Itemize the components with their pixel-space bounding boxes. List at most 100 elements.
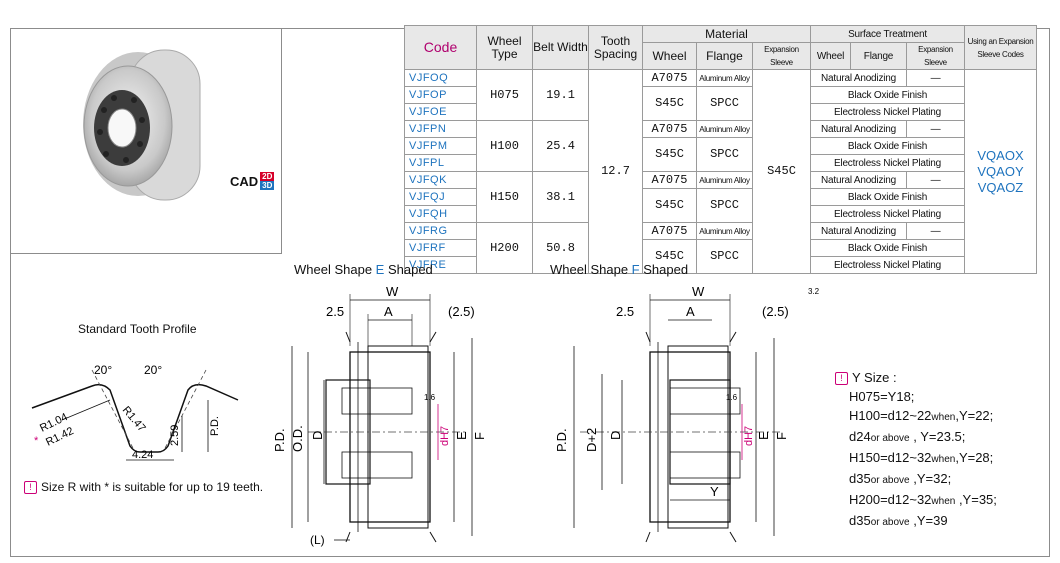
y-size-part: ,Y=32; xyxy=(909,471,952,486)
code-cell: VJFQH xyxy=(404,205,477,223)
finish-wheel-cell: Natural Anodizing xyxy=(810,69,907,87)
e-dim-25: 2.5 xyxy=(326,304,344,319)
code-cell: VJFOE xyxy=(404,103,477,121)
sleeve-code: VQAOZ xyxy=(977,179,1024,195)
material-wheel-cell: S45C xyxy=(642,137,697,172)
tooth-spacing-value: 12.7 xyxy=(601,164,630,178)
code-cell: VJFPM xyxy=(404,137,477,155)
material-flange-cell: SPCC xyxy=(696,137,753,172)
material-flange-cell: Aluminum Alloy xyxy=(696,120,753,138)
material-wheel-cell: S45C xyxy=(642,86,697,121)
finish-wheel-cell: Natural Anodizing xyxy=(810,171,907,189)
wheel-type-cell: H100 xyxy=(476,120,533,172)
sleeve-material-cell: S45C xyxy=(752,69,811,274)
code-cell: VJFOP xyxy=(404,86,477,104)
belt-width-cell: 25.4 xyxy=(532,120,589,172)
note-icon: ! xyxy=(24,481,37,494)
code-cell: VJFRG xyxy=(404,222,477,240)
y-size-line: d35or above ,Y=39 xyxy=(849,511,997,532)
y-size-part: d35 xyxy=(849,471,871,486)
code-cell: VJFOQ xyxy=(404,69,477,87)
e-dim-w: W xyxy=(386,284,399,299)
y-size-part: d35 xyxy=(849,513,871,528)
belt-width-cell: 19.1 xyxy=(532,69,589,121)
y-size-line: H200=d12~32when ,Y=35; xyxy=(849,490,997,511)
angle-2: 20° xyxy=(144,363,162,377)
y-size-line: H075=Y18; xyxy=(849,387,997,406)
e-roughness-16: 1.6 xyxy=(424,393,436,402)
finish-cell: Black Oxide Finish xyxy=(810,188,965,206)
f-dim-e: E xyxy=(756,431,771,440)
finish-cell: Electroless Nickel Plating xyxy=(810,154,965,172)
finish-sleeve-cell: — xyxy=(906,171,965,189)
y-size-part: ,Y=35; xyxy=(955,492,997,507)
hdr-surface-flange: Flange xyxy=(850,42,907,70)
hdr-material-flange: Flange xyxy=(696,42,753,70)
f-dim-d2: D+2 xyxy=(584,428,599,452)
finish-wheel-cell: Natural Anodizing xyxy=(810,222,907,240)
material-wheel-cell: A7075 xyxy=(642,222,697,240)
spec-table: Code Wheel Type Belt Width Tooth Spacing… xyxy=(404,25,1037,274)
shape-f-letter: F xyxy=(631,262,640,277)
y-size-part: or above xyxy=(870,475,910,486)
code-cell: VJFQJ xyxy=(404,188,477,206)
y-size-line: d35or above ,Y=32; xyxy=(849,469,997,490)
material-wheel-cell: A7075 xyxy=(642,120,697,138)
y-size-part: when xyxy=(931,454,956,465)
cad-badge[interactable]: CAD 2D 3D xyxy=(230,172,275,190)
sleeve-code: VQAOY xyxy=(977,163,1024,179)
finish-cell: Black Oxide Finish xyxy=(810,86,965,104)
material-flange-cell: Aluminum Alloy xyxy=(696,171,753,189)
y-size-part: d24 xyxy=(849,429,871,444)
material-wheel-cell: S45C xyxy=(642,188,697,223)
finish-cell: Black Oxide Finish xyxy=(810,137,965,155)
product-photo-box xyxy=(10,28,282,254)
cad-label: CAD xyxy=(230,173,259,189)
shape-f-drawing: W A 2.5 (2.5) 3.2 P.D. D+2 D E F dH7 1.6… xyxy=(554,284,820,543)
e-dim-dh7: dH7 xyxy=(439,426,451,446)
f-roughness-32: 3.2 xyxy=(808,287,820,296)
f-dim-25: 2.5 xyxy=(616,304,634,319)
shape-f-title-post: Shaped xyxy=(639,262,689,277)
e-dim-25p: (2.5) xyxy=(448,304,475,319)
code-cell: VJFRF xyxy=(404,239,477,257)
material-flange-cell: SPCC xyxy=(696,86,753,121)
finish-cell: Electroless Nickel Plating xyxy=(810,205,965,223)
shape-f-title: Wheel Shape F Shaped xyxy=(550,262,688,277)
hdr-tooth-spacing: Tooth Spacing xyxy=(588,25,643,70)
y-size-line: d24or above , Y=23.5; xyxy=(849,427,997,448)
y-size-title-text: Y Size : xyxy=(852,370,897,385)
y-size-notes: !Y Size : H075=Y18;H100=d12~22when,Y=22;… xyxy=(835,368,997,532)
wheel-type-cell: H075 xyxy=(476,69,533,121)
f-roughness-16: 1.6 xyxy=(726,393,738,402)
belt-width-cell: 38.1 xyxy=(532,171,589,223)
width-424-label: 4.24 xyxy=(132,449,153,461)
y-size-part: when xyxy=(931,496,956,507)
hdr-material-sleeve: Expansion Sleeve xyxy=(752,42,811,70)
finish-sleeve-cell: — xyxy=(906,69,965,87)
y-size-part: or above xyxy=(870,433,910,444)
shape-f-title-pre: Wheel Shape xyxy=(550,262,632,277)
y-size-part: when xyxy=(931,412,956,423)
y-size-title: !Y Size : xyxy=(835,368,997,387)
finish-sleeve-cell: — xyxy=(906,222,965,240)
e-dim-a: A xyxy=(384,304,393,319)
f-dim-pd: P.D. xyxy=(554,428,569,452)
cad-2d-label: 2D xyxy=(260,172,275,181)
y-size-part: ,Y=22; xyxy=(955,408,994,423)
hdr-wheel-type: Wheel Type xyxy=(476,25,533,70)
shape-e-letter: E xyxy=(375,262,385,277)
y-size-part: H200=d12~32 xyxy=(849,492,932,507)
cad-3d-label: 3D xyxy=(260,181,275,190)
e-dim-l: (L) xyxy=(310,533,325,547)
y-size-line: H100=d12~22when,Y=22; xyxy=(849,406,997,427)
hdr-surface: Surface Treatment xyxy=(810,25,965,43)
profile-note-text: Size R with * is suitable for up to 19 t… xyxy=(41,480,264,494)
f-dim-25p: (2.5) xyxy=(762,304,789,319)
